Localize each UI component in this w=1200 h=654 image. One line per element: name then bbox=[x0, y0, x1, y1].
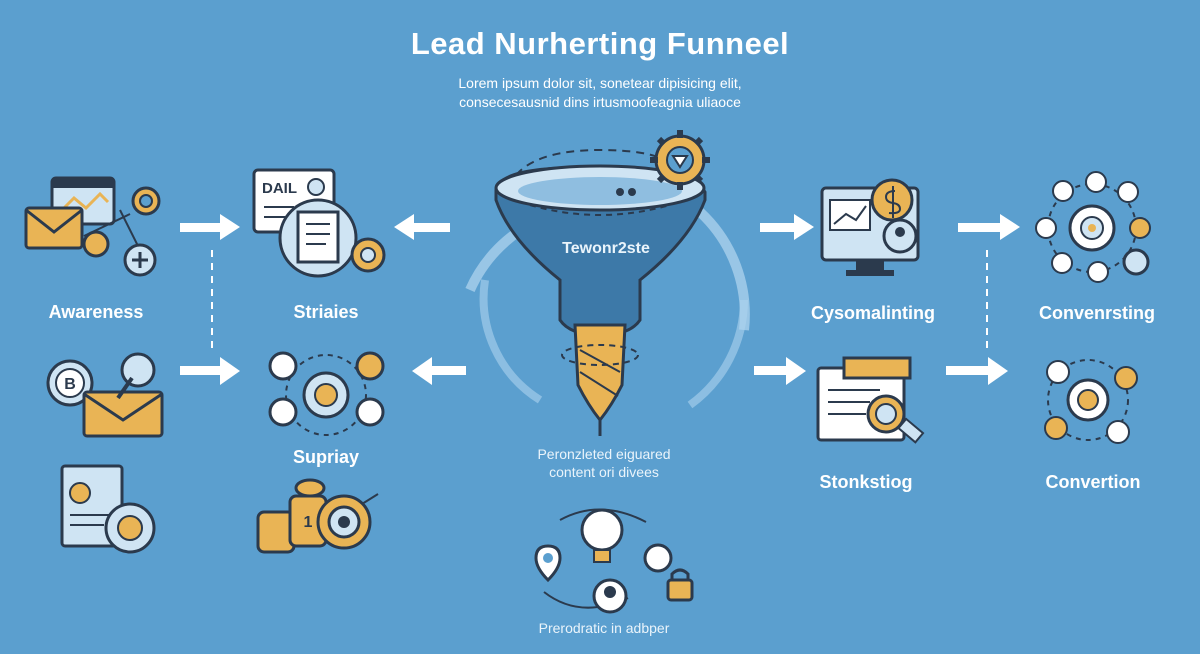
subtitle-line-1: Lorem ipsum dolor sit, sonetear dipisici… bbox=[458, 75, 742, 91]
arrow-left bbox=[412, 357, 466, 385]
idea-cycle-icon bbox=[534, 508, 694, 614]
stage-striaies-label: Striaies bbox=[293, 302, 359, 322]
stage-cysomalinting-label: Cysomalinting bbox=[810, 303, 936, 323]
awareness-icon bbox=[24, 176, 161, 277]
arrow-right bbox=[958, 214, 1020, 240]
arrow-right bbox=[760, 214, 814, 240]
subtitle-line-2: consecesausnid dins irtusmoofeagnia ulia… bbox=[459, 94, 741, 110]
flow-arrows bbox=[180, 214, 1020, 385]
conversion-cycle-icon bbox=[1044, 359, 1138, 444]
dashed-connectors bbox=[211, 250, 988, 350]
arrow-right bbox=[180, 357, 240, 385]
stage-supriay-label: Supriay bbox=[292, 447, 360, 467]
personalized-note-line-1: Peronzleted eiguared bbox=[537, 446, 671, 462]
stage-convertion-label: Convertion bbox=[1045, 472, 1141, 492]
badge-b-text: B bbox=[64, 376, 76, 393]
funnel-label: Tewonr2ste bbox=[562, 240, 650, 257]
stage-awareness-label: Awareness bbox=[48, 302, 144, 322]
monitor-analytics-icon bbox=[820, 178, 920, 276]
funnel-graphic bbox=[465, 130, 750, 436]
gear-icon bbox=[650, 130, 710, 190]
arrow-left bbox=[394, 214, 450, 240]
personalized-note-line-2: content ori divees bbox=[549, 464, 659, 480]
customer-network-icon bbox=[1035, 171, 1151, 283]
document-review-icon bbox=[816, 356, 925, 444]
stage-convenrsting-label: Convenrsting bbox=[1038, 303, 1156, 323]
one-text: 1 bbox=[304, 514, 313, 531]
arrow-right bbox=[946, 357, 1008, 385]
dail-text: DAIL bbox=[262, 180, 297, 197]
strategy-document-icon: DAIL bbox=[252, 168, 386, 278]
arrow-right bbox=[754, 357, 806, 385]
page-title: Lead Nurherting Funneel bbox=[410, 26, 790, 61]
stage-stonkstiog-label: Stonkstiog bbox=[819, 472, 913, 492]
bottom-note: Prerodratic in adbper bbox=[538, 620, 670, 636]
document-gear-icon bbox=[60, 464, 156, 554]
process-network-icon bbox=[268, 351, 385, 436]
arrow-right bbox=[180, 214, 240, 240]
coins-target-icon: 1 bbox=[256, 478, 379, 554]
email-search-icon: B bbox=[46, 352, 164, 438]
